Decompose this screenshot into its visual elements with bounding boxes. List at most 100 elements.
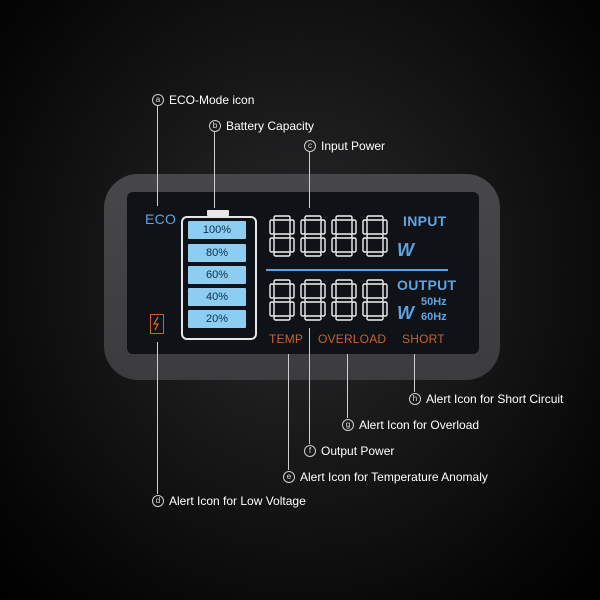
digit-segment bbox=[300, 301, 306, 317]
digit-segment bbox=[273, 297, 291, 303]
digit-segment bbox=[320, 237, 326, 253]
battery-segment-100: 100% bbox=[188, 221, 246, 239]
callout-text: ECO-Mode icon bbox=[169, 93, 255, 107]
digit-segment bbox=[269, 237, 275, 253]
digit-segment bbox=[273, 215, 291, 221]
battery-cap bbox=[207, 210, 229, 216]
digit-segment bbox=[269, 301, 275, 317]
digit-segment bbox=[289, 301, 295, 317]
digit-segment bbox=[366, 215, 384, 221]
digit-segment bbox=[289, 237, 295, 253]
callout-text: Battery Capacity bbox=[226, 119, 315, 133]
digit-segment bbox=[289, 219, 295, 235]
digit-segment bbox=[362, 283, 368, 299]
digit-segment bbox=[304, 297, 322, 303]
leader-line-d bbox=[157, 342, 158, 494]
callout-text: Alert Icon for Temperature Anomaly bbox=[300, 470, 488, 484]
callout-output-power: f Output Power bbox=[304, 444, 394, 458]
battery-segment-60: 60% bbox=[188, 266, 246, 284]
leader-line-h bbox=[414, 354, 415, 392]
digit-segment bbox=[335, 315, 353, 321]
digit-segment bbox=[269, 283, 275, 299]
output-unit: W bbox=[397, 303, 414, 323]
digit-segment bbox=[362, 301, 368, 317]
digit-segment bbox=[362, 237, 368, 253]
digit-segment bbox=[366, 315, 384, 321]
output-label: OUTPUT bbox=[397, 277, 457, 293]
digit-segment bbox=[320, 219, 326, 235]
digit-segment bbox=[335, 215, 353, 221]
callout-text: Input Power bbox=[321, 139, 386, 153]
marker-circle: a bbox=[152, 94, 164, 106]
digit-segment bbox=[289, 283, 295, 299]
leader-line-g bbox=[347, 354, 348, 418]
input-power-digits bbox=[269, 215, 388, 257]
marker-circle: g bbox=[342, 419, 354, 431]
marker-circle: f bbox=[304, 445, 316, 457]
digit-segment bbox=[362, 219, 368, 235]
digit-segment bbox=[366, 297, 384, 303]
input-output-divider bbox=[266, 269, 448, 271]
alert-temp-label: TEMP bbox=[269, 332, 304, 346]
leader-line-c bbox=[309, 152, 310, 208]
digit-segment bbox=[273, 279, 291, 285]
callout-text: Alert Icon for Low Voltage bbox=[169, 494, 306, 508]
marker-circle: c bbox=[304, 140, 316, 152]
leader-line-a bbox=[157, 106, 158, 206]
digit-segment bbox=[366, 279, 384, 285]
digit-segment bbox=[273, 233, 291, 239]
input-unit: W bbox=[397, 240, 414, 260]
digit-segment bbox=[382, 283, 388, 299]
low-voltage-bolt-icon bbox=[150, 314, 164, 334]
digit-segment bbox=[331, 219, 337, 235]
marker-circle: b bbox=[209, 120, 221, 132]
output-power-digits bbox=[269, 279, 388, 321]
battery-segment-20: 20% bbox=[188, 310, 246, 328]
frequency-60hz: 60Hz bbox=[421, 311, 447, 323]
digit-segment bbox=[366, 251, 384, 257]
digit-segment bbox=[351, 301, 357, 317]
leader-line-e bbox=[288, 354, 289, 470]
callout-temperature: e Alert Icon for Temperature Anomaly bbox=[283, 470, 488, 484]
input-label: INPUT bbox=[403, 213, 447, 229]
digit-segment bbox=[331, 237, 337, 253]
digit-segment bbox=[351, 237, 357, 253]
callout-input-power: c Input Power bbox=[304, 139, 385, 153]
marker-circle: e bbox=[283, 471, 295, 483]
marker-circle: d bbox=[152, 495, 164, 507]
callout-low-voltage: d Alert Icon for Low Voltage bbox=[152, 494, 306, 508]
callout-text: Alert Icon for Short Circuit bbox=[426, 392, 564, 406]
digit-segment bbox=[300, 219, 306, 235]
battery-segment-80: 80% bbox=[188, 244, 246, 262]
digit-segment bbox=[335, 233, 353, 239]
digit-segment bbox=[304, 251, 322, 257]
digit-segment bbox=[320, 301, 326, 317]
digit-segment bbox=[382, 301, 388, 317]
digit-segment bbox=[304, 315, 322, 321]
callout-text: Alert Icon for Overload bbox=[359, 418, 480, 432]
digit-segment bbox=[335, 297, 353, 303]
digit-segment bbox=[300, 237, 306, 253]
frequency-50hz: 50Hz bbox=[421, 296, 447, 308]
digit-segment bbox=[273, 251, 291, 257]
digit-segment bbox=[366, 233, 384, 239]
battery-segment-40: 40% bbox=[188, 288, 246, 306]
digit-segment bbox=[335, 251, 353, 257]
callout-eco-mode: a ECO-Mode icon bbox=[152, 93, 254, 107]
digit-segment bbox=[300, 283, 306, 299]
digit-segment bbox=[351, 283, 357, 299]
alert-overload-label: OVERLOAD bbox=[318, 332, 387, 346]
digit-segment bbox=[382, 219, 388, 235]
digit-segment bbox=[273, 315, 291, 321]
digit-segment bbox=[269, 219, 275, 235]
digit-segment bbox=[304, 233, 322, 239]
eco-mode-label: ECO bbox=[145, 211, 177, 227]
callout-battery-capacity: b Battery Capacity bbox=[209, 119, 314, 133]
callout-short-circuit: h Alert Icon for Short Circuit bbox=[409, 392, 563, 406]
alert-short-label: SHORT bbox=[402, 332, 445, 346]
digit-segment bbox=[331, 301, 337, 317]
leader-line-b bbox=[214, 132, 215, 208]
digit-segment bbox=[335, 279, 353, 285]
digit-segment bbox=[382, 237, 388, 253]
marker-circle: h bbox=[409, 393, 421, 405]
